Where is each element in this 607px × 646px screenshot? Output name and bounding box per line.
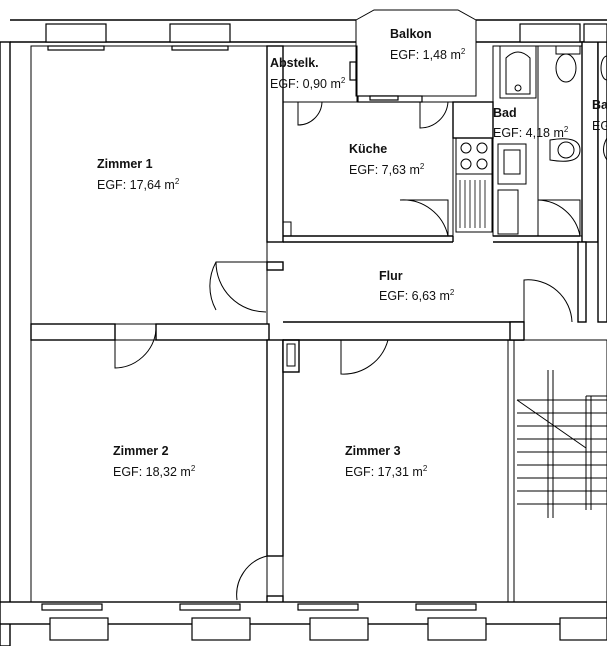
doors [114,101,581,601]
staircase [516,370,607,518]
room-area: EGF: 0,90 m2 [270,76,346,91]
room-name: Abstelk. [270,56,319,70]
room-name: Balkon [390,27,432,41]
room-name: Zimmer 3 [345,444,401,458]
room-area: EGF: 4,18 m2 [493,125,569,140]
bathroom-fixtures [499,45,607,162]
room-area: EG [592,119,607,133]
room-name: Zimmer 2 [113,444,169,458]
room-name: Küche [349,142,387,156]
room-name: Flur [379,269,403,283]
room-labels: Zimmer 1 EGF: 17,64 m2 Abstelk. EGF: 0,9… [97,27,607,479]
room-name: Ba [592,98,607,112]
kitchen-fixtures [455,137,527,235]
room-area: EGF: 18,32 m2 [113,464,196,479]
room-area: EGF: 17,31 m2 [345,464,428,479]
room-name: Bad [493,106,517,120]
room-area: EGF: 17,64 m2 [97,177,180,192]
room-area: EGF: 6,63 m2 [379,288,455,303]
room-area: EGF: 7,63 m2 [349,162,425,177]
room-name: Zimmer 1 [97,157,153,171]
room-area: EGF: 1,48 m2 [390,47,466,62]
windows [41,23,607,641]
